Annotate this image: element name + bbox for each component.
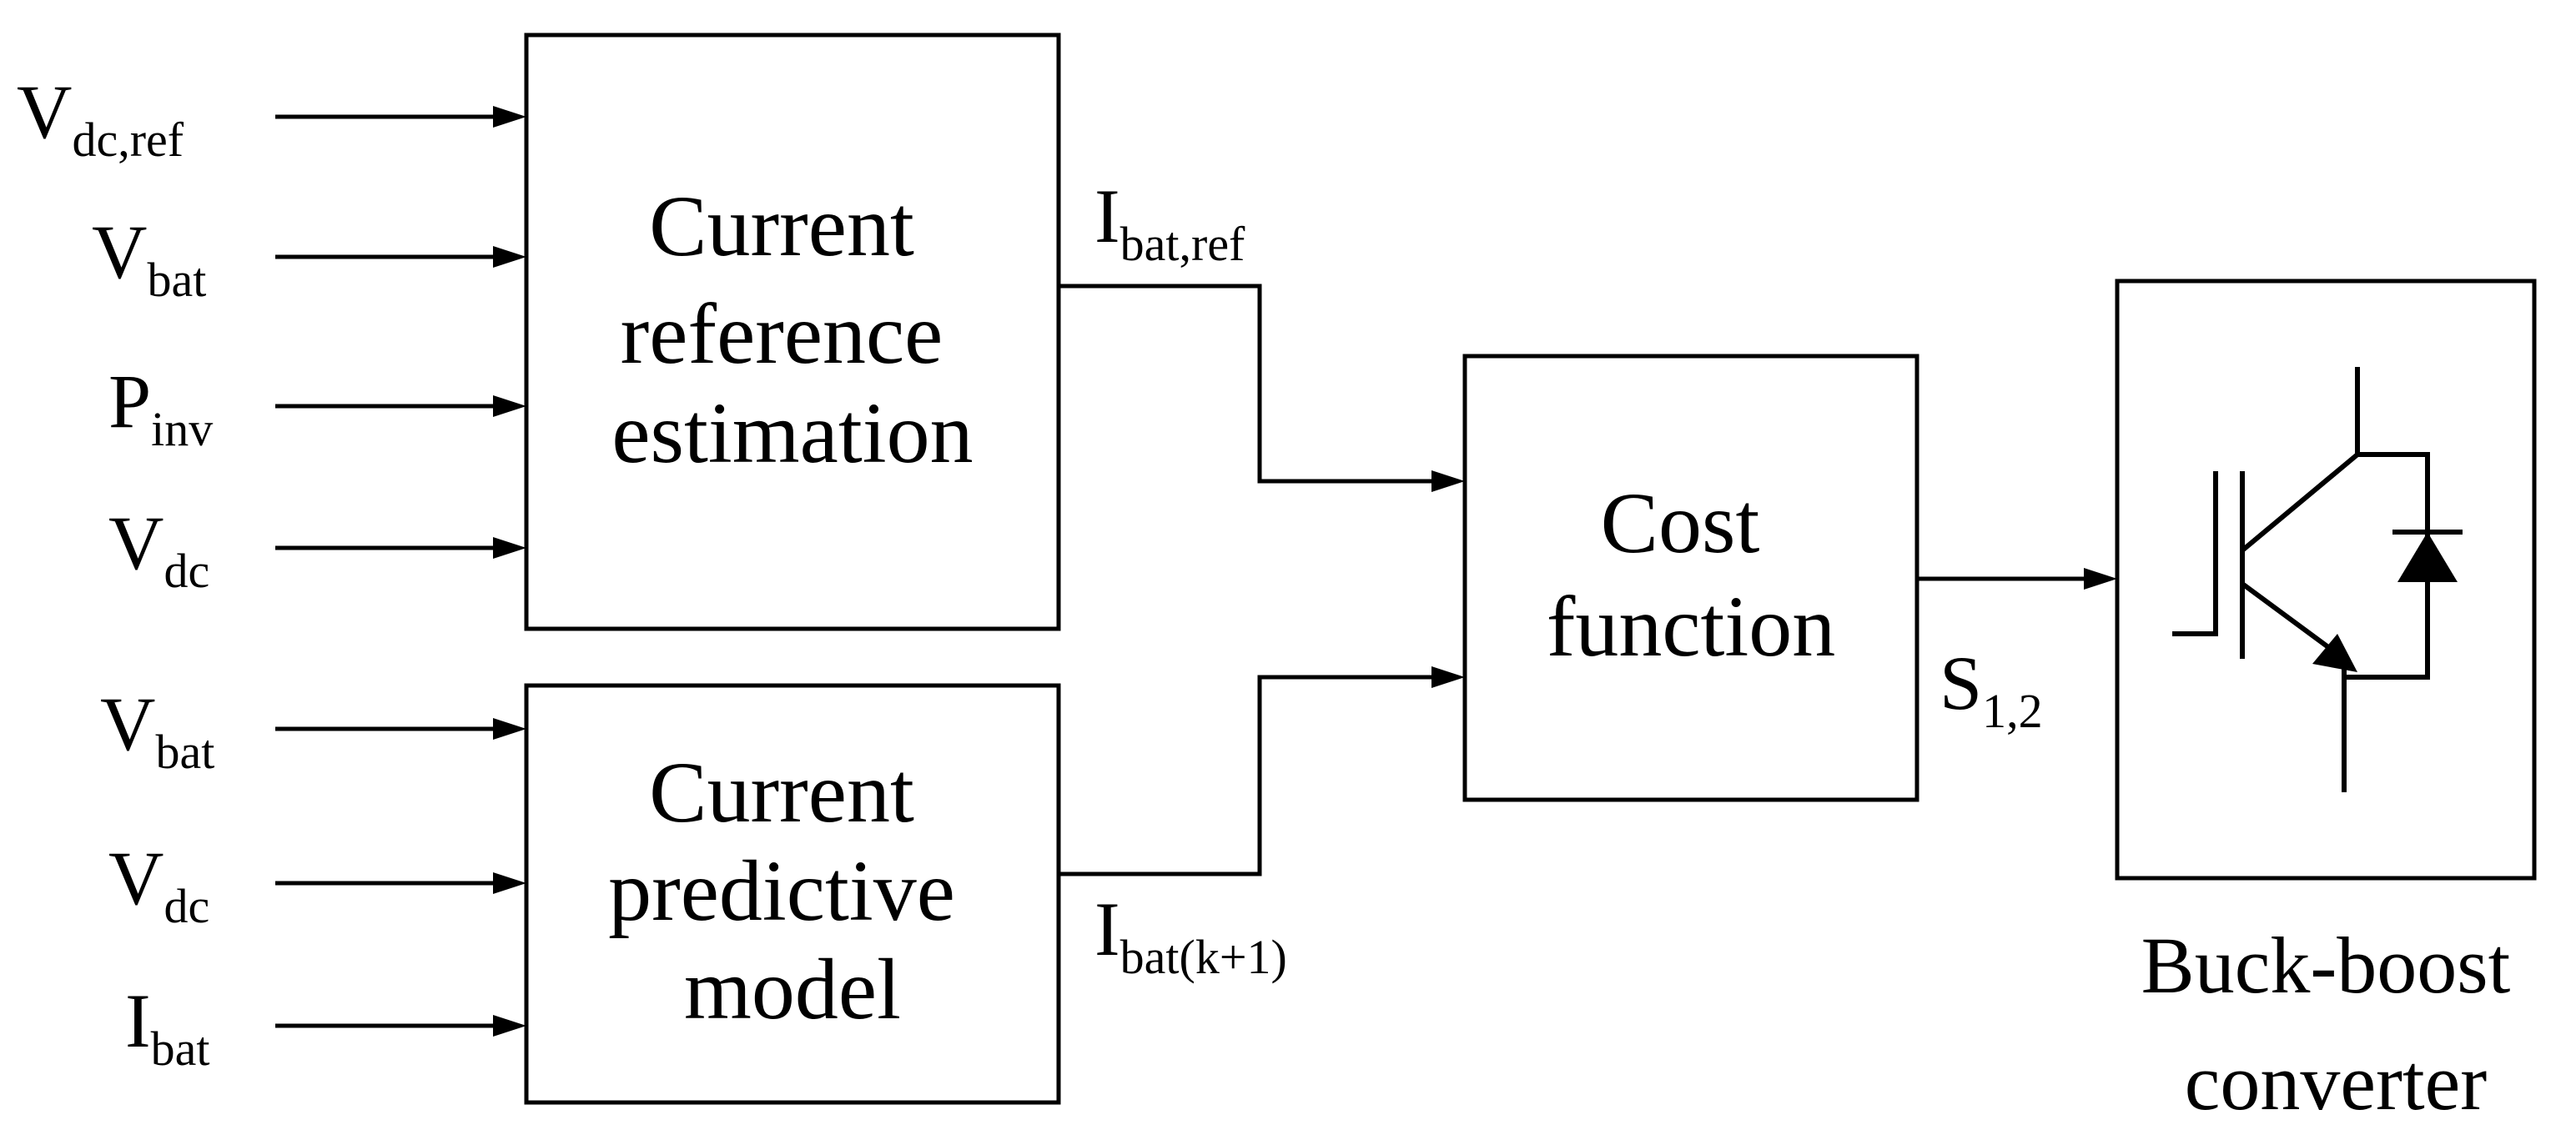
- input-label-vdc-ref: Vdc,ref: [17, 69, 184, 167]
- reference-input-arrows: [275, 106, 526, 559]
- buck-boost-converter-block: [2115, 279, 2537, 881]
- signal-label-ibat-ref: Ibat,ref: [1094, 173, 1245, 271]
- signal-label-ibat-k1: Ibat(k+1): [1094, 886, 1287, 984]
- arrowhead: [493, 395, 526, 417]
- block-label-line: Cost: [1601, 475, 1760, 571]
- caption-line: converter: [2185, 1037, 2487, 1127]
- current-predictive-model-block: [524, 683, 1061, 1105]
- current-predictive-model-label: Current predictive model: [608, 745, 977, 1037]
- arrowhead: [493, 537, 526, 559]
- block-label-line: predictive: [608, 843, 955, 939]
- block-label-line: Current: [649, 178, 914, 274]
- block-label-line: Current: [649, 745, 914, 841]
- arrowhead: [493, 872, 526, 894]
- cost-function-label: Cost function: [1547, 475, 1836, 675]
- arrowhead: [493, 1015, 526, 1037]
- arrowhead: [493, 106, 526, 128]
- input-label-vbat: Vbat: [92, 209, 206, 307]
- arrowhead: [493, 246, 526, 268]
- igbt-with-antiparallel-diode-icon: [2172, 367, 2463, 792]
- arrowhead: [1431, 666, 1465, 688]
- signal-label-s12: S1,2: [1940, 640, 2043, 738]
- cost-function-block: [1462, 354, 1919, 802]
- arrowhead: [1431, 470, 1465, 492]
- current-reference-estimation-label: Current reference estimation: [611, 178, 973, 481]
- block-label-line: function: [1547, 579, 1836, 675]
- block-label-line: estimation: [611, 385, 973, 481]
- input-label-vdc: Vdc: [108, 836, 209, 933]
- reference-to-cost-wire: [1059, 284, 1436, 484]
- input-label-vdc: Vdc: [108, 500, 209, 598]
- prediction-to-cost-wire: [1059, 675, 1436, 876]
- input-label-pinv: Pinv: [108, 359, 213, 456]
- predictive-input-arrows: [275, 718, 526, 1037]
- block-label-line: reference: [621, 286, 943, 382]
- caption-line: Buck-boost: [2141, 921, 2511, 1010]
- input-label-vbat: Vbat: [100, 681, 214, 779]
- input-label-ibat: Ibat: [125, 978, 210, 1076]
- arrowhead: [493, 718, 526, 740]
- buck-boost-converter-caption: Buck-boost converter: [2141, 921, 2531, 1127]
- block-label-line: model: [684, 942, 901, 1037]
- current-reference-estimation-block: [524, 33, 1061, 631]
- arrowhead: [2084, 568, 2117, 590]
